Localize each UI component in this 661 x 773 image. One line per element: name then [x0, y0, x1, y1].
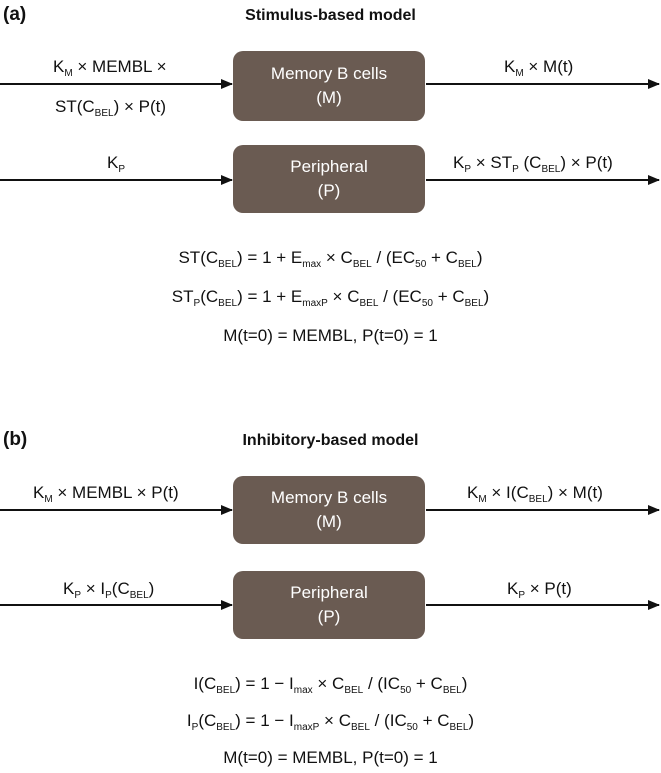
panel-a-m-input-line2: ST(CBEL) × P(t): [55, 97, 166, 119]
box-label: Memory B cells: [270, 488, 388, 507]
box-label: Peripheral: [290, 157, 368, 176]
panel-a-title: Stimulus-based model: [245, 7, 416, 24]
panel-a-equation-1: ST(CBEL) = 1 + Emax × CBEL / (EC50 + CBE…: [178, 248, 483, 270]
panel-b-label: (b): [3, 429, 28, 450]
panel-a-p-input: KP: [107, 153, 126, 175]
panel-a-equation-2: STP(CBEL) = 1 + EmaxP × CBEL / (EC50 + C…: [171, 287, 490, 309]
panel-b-m-output: KM × I(CBEL) × M(t): [467, 483, 603, 505]
panel-b-memory-b-cells-box: Memory B cells (M): [233, 476, 425, 544]
panel-a-memory-b-cells-box: Memory B cells (M): [233, 51, 425, 121]
panel-b-equation-2: IP(CBEL) = 1 − ImaxP × CBEL / (IC50 + CB…: [186, 711, 475, 733]
box-label: Memory B cells: [270, 64, 388, 83]
panel-a-m-input-line1: KM × MEMBL ×: [53, 57, 167, 79]
box-sublabel: (P): [317, 181, 341, 200]
panel-a-m-output: KM × M(t): [504, 57, 574, 79]
panel-b-equation-3: M(t=0) = MEMBL, P(t=0) = 1: [223, 748, 438, 767]
panel-a-equation-3: M(t=0) = MEMBL, P(t=0) = 1: [223, 326, 438, 345]
box-sublabel: (M): [316, 88, 342, 107]
panel-b-title: Inhibitory-based model: [242, 432, 419, 449]
panel-b-peripheral-box: Peripheral (P): [233, 571, 425, 639]
panel-a-label: (a): [3, 4, 27, 25]
panel-a-p-output: KP × STP (CBEL) × P(t): [453, 153, 613, 175]
panel-b-p-output: KP × P(t): [507, 579, 572, 601]
panel-b-p-input: KP × IP(CBEL): [63, 579, 155, 601]
box-sublabel: (M): [316, 512, 342, 531]
panel-b-equation-1: I(CBEL) = 1 − Imax × CBEL / (IC50 + CBEL…: [193, 674, 468, 696]
panel-b-m-input: KM × MEMBL × P(t): [33, 483, 179, 505]
panel-a-peripheral-box: Peripheral (P): [233, 145, 425, 213]
box-label: Peripheral: [290, 583, 368, 602]
box-sublabel: (P): [317, 607, 341, 626]
